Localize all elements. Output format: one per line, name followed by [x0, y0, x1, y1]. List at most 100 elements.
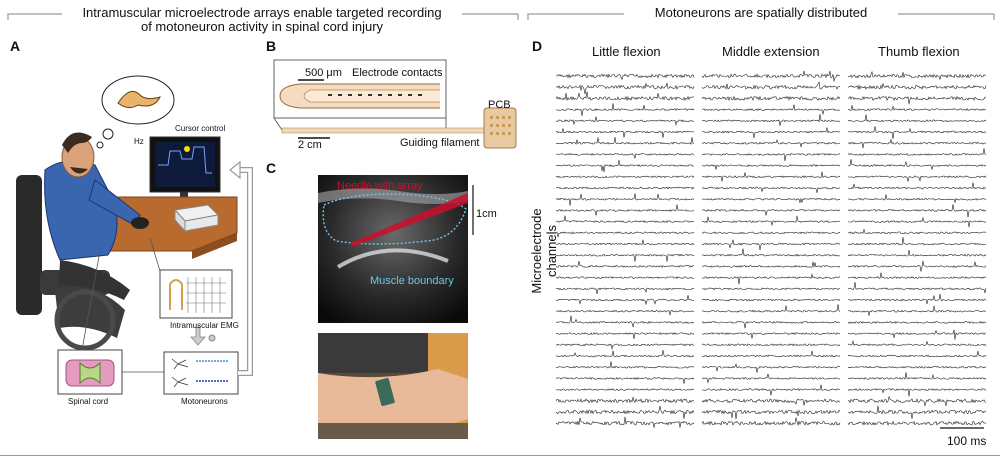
trace-c1-ch30 [555, 396, 695, 404]
trace-c3-ch18 [847, 260, 987, 272]
header-right: Motoneurons are spatially distributed [654, 5, 868, 20]
trace-c2-ch11 [701, 186, 840, 193]
label-muscle-boundary: Muscle boundary [370, 275, 454, 287]
trace-c2-ch32 [701, 417, 841, 427]
trace-c1-ch27 [555, 361, 695, 369]
trace-c3-ch4 [847, 104, 987, 111]
trace-c1-ch31 [555, 405, 695, 419]
condition-label-1: Little flexion [592, 44, 661, 59]
panel-c-photo [318, 333, 468, 439]
trace-c2-ch16 [701, 239, 841, 251]
trace-c3-ch25 [847, 339, 987, 347]
trace-c2-ch8 [701, 152, 841, 162]
trace-c1-ch16 [555, 239, 695, 246]
label-spinal-cord: Spinal cord [68, 397, 109, 406]
trace-c1-ch29 [555, 388, 695, 391]
trace-c2-ch18 [701, 261, 841, 268]
trace-c2-ch6 [701, 127, 841, 139]
trace-c1-ch10 [555, 175, 695, 179]
trace-c3-ch11 [847, 182, 987, 190]
trace-c1-ch25 [555, 343, 695, 350]
trace-c3-ch3 [847, 95, 987, 105]
trace-c1-ch8 [555, 153, 695, 159]
label-guiding-filament: Guiding filament [400, 137, 480, 149]
header-left-line2: of motoneuron activity in spinal cord in… [140, 19, 384, 34]
trace-c3-ch13 [847, 204, 987, 218]
trace-c3-ch14 [847, 216, 987, 228]
trace-c2-ch17 [701, 248, 841, 257]
trace-c1-ch22 [555, 309, 695, 316]
condition-label-3: Thumb flexion [878, 44, 960, 59]
trace-c3-ch5 [847, 114, 987, 123]
trace-c1-ch15 [555, 231, 695, 238]
trace-c3-ch8 [847, 148, 987, 156]
trace-c2-ch27 [701, 363, 840, 373]
trace-c1-ch11 [555, 186, 695, 190]
trace-c2-ch25 [701, 343, 841, 347]
trace-c2-ch10 [701, 171, 841, 182]
trace-c3-ch17 [847, 250, 987, 257]
trace-c3-ch19 [847, 272, 987, 279]
trace-c3-ch6 [847, 126, 987, 139]
trace-c1-ch3 [555, 91, 695, 102]
panel-label-d: D [532, 38, 543, 54]
trace-c2-ch22 [701, 304, 841, 313]
trace-c1-ch21 [555, 295, 695, 306]
trace-c3-ch20 [847, 281, 987, 294]
trace-c2-ch23 [701, 320, 841, 329]
trace-c1-ch4 [555, 103, 695, 116]
trace-c3-ch21 [847, 293, 987, 304]
trace-c3-ch10 [847, 175, 987, 182]
trace-c3-ch32 [847, 420, 987, 426]
trace-c2-ch9 [701, 164, 841, 170]
trace-c2-ch1 [701, 70, 841, 82]
header-brackets [7, 13, 995, 20]
trace-c2-ch15 [701, 231, 841, 235]
trace-c1-ch7 [555, 136, 695, 145]
trace-c3-ch29 [847, 388, 987, 397]
trace-c3-ch7 [847, 138, 987, 149]
trace-c2-ch31 [701, 409, 841, 419]
label-intramuscular-emg: Intramuscular EMG [170, 321, 239, 330]
d-scale-bar [940, 427, 984, 429]
panel-label-a: A [10, 38, 21, 54]
label-scale-um: 500 μm [305, 67, 342, 79]
panel-c-ultrasound [318, 175, 474, 323]
trace-c3-ch15 [848, 229, 987, 235]
trace-c3-ch24 [847, 329, 987, 340]
trace-c2-ch24 [701, 332, 841, 339]
trace-c3-ch28 [847, 372, 987, 380]
trace-c3-ch9 [847, 159, 987, 171]
label-needle: Needle with array [337, 180, 423, 192]
trace-c1-ch32 [555, 416, 695, 428]
trace-c1-ch17 [555, 253, 695, 262]
trace-c1-ch13 [555, 204, 695, 216]
trace-c2-ch14 [701, 215, 840, 227]
trace-c1-ch23 [555, 315, 695, 328]
trace-c3-ch27 [847, 365, 987, 369]
trace-c1-ch18 [555, 261, 694, 268]
panel-label-c: C [266, 160, 277, 176]
label-hz: Hz [134, 137, 144, 146]
label-pcb: PCB [488, 99, 511, 111]
d-scale-label: 100 ms [947, 434, 987, 448]
trace-c3-ch16 [847, 237, 987, 246]
panel-a-illustration [16, 75, 253, 395]
trace-c1-ch6 [555, 128, 695, 138]
header-left-line1: Intramuscular microelectrode arrays enab… [82, 5, 442, 20]
label-motoneurons: Motoneurons [181, 397, 228, 406]
label-c-scale: 1cm [476, 208, 497, 220]
trace-c1-ch5 [555, 116, 695, 126]
trace-c1-ch14 [555, 215, 695, 224]
trace-c1-ch12 [555, 193, 695, 206]
trace-c2-ch2 [701, 81, 841, 90]
trace-c2-ch7 [701, 139, 841, 148]
condition-label-2: Middle extension [722, 44, 820, 59]
panel-b-electrode [273, 59, 517, 149]
trace-c1-ch24 [555, 332, 695, 339]
trace-c3-ch31 [847, 405, 987, 419]
trace-c2-ch26 [701, 350, 841, 358]
trace-c2-ch21 [701, 298, 841, 302]
trace-c2-ch20 [701, 287, 841, 291]
